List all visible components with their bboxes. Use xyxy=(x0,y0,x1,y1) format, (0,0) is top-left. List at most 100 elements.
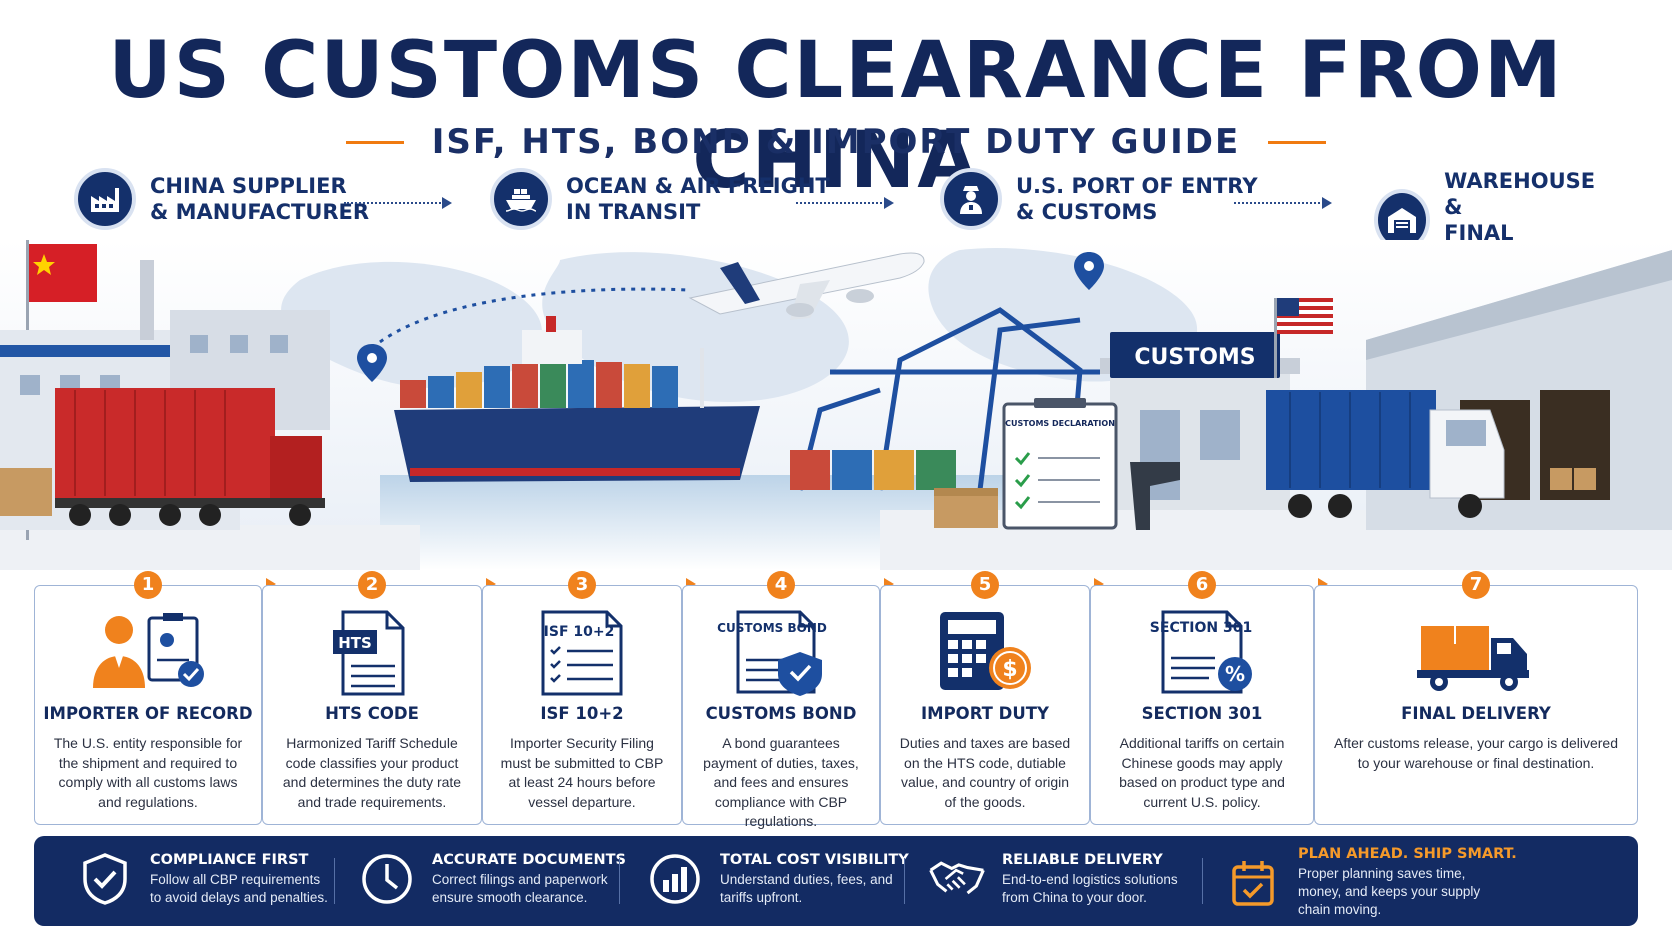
flow-step-freight: OCEAN & AIR FREIGHT IN TRANSIT xyxy=(490,168,830,230)
step-title: ISF 10+2 xyxy=(540,704,624,723)
calendar-check-icon xyxy=(1224,854,1282,912)
subtitle-line-right xyxy=(1268,140,1327,144)
bond-icon-text: CUSTOMS BOND xyxy=(717,621,827,635)
step-card-isf: 3 ISF 10+2 ISF 10+2 Importer Security Fi… xyxy=(482,571,682,825)
clock-icon xyxy=(358,850,416,908)
calculator-icon: $ xyxy=(940,612,1031,690)
step-description: Importer Security Filing must be submitt… xyxy=(500,735,664,810)
step-number: 5 xyxy=(971,571,999,599)
step-description: Harmonized Tariff Schedule code classifi… xyxy=(282,735,462,810)
customs-sign: CUSTOMS xyxy=(1134,345,1255,370)
benefit-cost: TOTAL COST VISIBILITY Understand duties,… xyxy=(646,850,909,908)
isf-icon-text: ISF 10+2 xyxy=(544,624,615,640)
step-card-delivery: 7 FINAL DELIVERY After customs release, … xyxy=(1314,571,1638,825)
hts-document-icon: HTS xyxy=(333,610,405,696)
benefit-divider xyxy=(619,858,620,904)
benefit-title: PLAN AHEAD. SHIP SMART. xyxy=(1298,846,1517,862)
step-description: The U.S. entity responsible for the ship… xyxy=(53,735,243,810)
delivery-truck-icon xyxy=(1417,626,1529,691)
step-number: 3 xyxy=(568,571,596,599)
flow-arrow xyxy=(796,197,894,209)
benefit-text: TOTAL COST VISIBILITY Understand duties,… xyxy=(720,852,909,907)
step-description: Duties and taxes are based on the HTS co… xyxy=(899,735,1071,810)
blue-container-truck xyxy=(1266,390,1505,518)
step-arrow xyxy=(686,578,696,590)
step-card-section-301: 6 SECTION 301 % SECTION 301 Additional t… xyxy=(1090,571,1314,825)
benefit-description: Understand duties, fees, and tariffs upf… xyxy=(720,871,893,905)
cargo-box xyxy=(934,488,998,528)
route-line xyxy=(371,287,691,350)
benefit-plan: PLAN AHEAD. SHIP SMART. Proper planning … xyxy=(1224,846,1517,919)
benefit-text: RELIABLE DELIVERY End-to-end logistics s… xyxy=(1002,852,1178,907)
shipping-flow: CHINA SUPPLIER & MANUFACTURER OCEAN & AI… xyxy=(74,168,1614,271)
subtitle-row: ISF, HTS, BOND & IMPORT DUTY GUIDE xyxy=(0,120,1672,164)
map-pin-icon xyxy=(357,344,387,382)
svg-text:%: % xyxy=(1225,662,1245,686)
bar-chart-icon xyxy=(646,850,704,908)
benefit-divider xyxy=(334,858,335,904)
importer-icon xyxy=(93,613,204,688)
shield-check-icon xyxy=(76,850,134,908)
subtitle-line-left xyxy=(345,140,404,144)
flow-arrow xyxy=(344,197,452,209)
step-card-duty: 5 $ IMPORT DUTY Duties and taxes are bas… xyxy=(880,571,1090,825)
step-card-importer: 1 IMPORTER OF RECORD The U.S. entity res… xyxy=(34,571,262,825)
flow-label: CHINA SUPPLIER & MANUFACTURER xyxy=(150,174,370,224)
bond-shield-icon: CUSTOMS BOND xyxy=(717,610,827,696)
benefit-title: ACCURATE DOCUMENTS xyxy=(432,851,626,868)
hts-icon-text: HTS xyxy=(338,634,372,652)
step-number: 2 xyxy=(358,571,386,599)
flow-step-port: U.S. PORT OF ENTRY & CUSTOMS xyxy=(940,168,1258,230)
section-301-icon: SECTION 301 % xyxy=(1150,610,1252,694)
isf-checklist-icon: ISF 10+2 xyxy=(541,610,623,696)
declaration-label: CUSTOMS DECLARATION xyxy=(1005,419,1115,428)
step-title: SECTION 301 xyxy=(1141,704,1263,723)
map-pin-icon xyxy=(1074,252,1104,290)
ship-icon xyxy=(490,168,552,230)
flow-arrow xyxy=(1234,197,1332,209)
benefit-description: Follow all CBP requirements to avoid del… xyxy=(150,871,328,905)
step-description: A bond guarantees payment of duties, tax… xyxy=(703,735,859,829)
benefit-title: TOTAL COST VISIBILITY xyxy=(720,851,909,868)
port-containers xyxy=(790,450,956,490)
logistics-scene: CUSTOMS CUSTOMS DECLARATION xyxy=(0,240,1672,570)
step-description: After customs release, your cargo is del… xyxy=(1333,735,1618,771)
page-subtitle: ISF, HTS, BOND & IMPORT DUTY GUIDE xyxy=(431,122,1241,162)
svg-text:$: $ xyxy=(1002,657,1017,682)
barcode-scanner-icon xyxy=(1130,462,1180,530)
step-title: CUSTOMS BOND xyxy=(705,704,857,723)
scene-illustration: CUSTOMS CUSTOMS DECLARATION xyxy=(0,240,1672,570)
benefit-text: PLAN AHEAD. SHIP SMART. Proper planning … xyxy=(1298,846,1517,919)
benefit-compliance: COMPLIANCE FIRST Follow all CBP requirem… xyxy=(76,850,328,908)
step-number: 4 xyxy=(767,571,795,599)
red-container-truck xyxy=(55,388,325,526)
step-title: FINAL DELIVERY xyxy=(1401,704,1551,723)
benefit-divider xyxy=(904,858,905,904)
us-flag-icon xyxy=(1274,298,1333,378)
step-arrow xyxy=(1094,578,1104,590)
airplane xyxy=(688,252,925,320)
step-title: HTS CODE xyxy=(325,704,419,723)
step-arrow xyxy=(1318,578,1328,590)
flow-label: U.S. PORT OF ENTRY & CUSTOMS xyxy=(1016,174,1258,224)
officer-icon xyxy=(940,168,1002,230)
step-card-hts: 2 HTS HTS CODE Harmonized Tariff Schedul… xyxy=(262,571,482,825)
page-title: US CUSTOMS CLEARANCE FROM CHINA xyxy=(108,26,1564,206)
flow-label: OCEAN & AIR FREIGHT IN TRANSIT xyxy=(566,174,830,224)
benefit-documents: ACCURATE DOCUMENTS Correct filings and p… xyxy=(358,850,626,908)
benefit-divider xyxy=(1202,858,1203,904)
section-icon-text: SECTION 301 xyxy=(1150,620,1252,636)
step-description: Additional tariffs on certain Chinese go… xyxy=(1119,735,1285,810)
step-cards: 1 IMPORTER OF RECORD The U.S. entity res… xyxy=(34,571,1638,829)
flow-step-supplier: CHINA SUPPLIER & MANUFACTURER xyxy=(74,168,369,230)
step-arrow xyxy=(486,578,496,590)
step-number: 6 xyxy=(1188,571,1216,599)
factory-icon xyxy=(74,168,136,230)
step-arrow xyxy=(266,578,276,590)
step-title: IMPORT DUTY xyxy=(921,704,1049,723)
benefit-title: COMPLIANCE FIRST xyxy=(150,851,309,868)
step-number: 1 xyxy=(134,571,162,599)
benefit-title: RELIABLE DELIVERY xyxy=(1002,851,1163,868)
handshake-icon xyxy=(928,850,986,908)
